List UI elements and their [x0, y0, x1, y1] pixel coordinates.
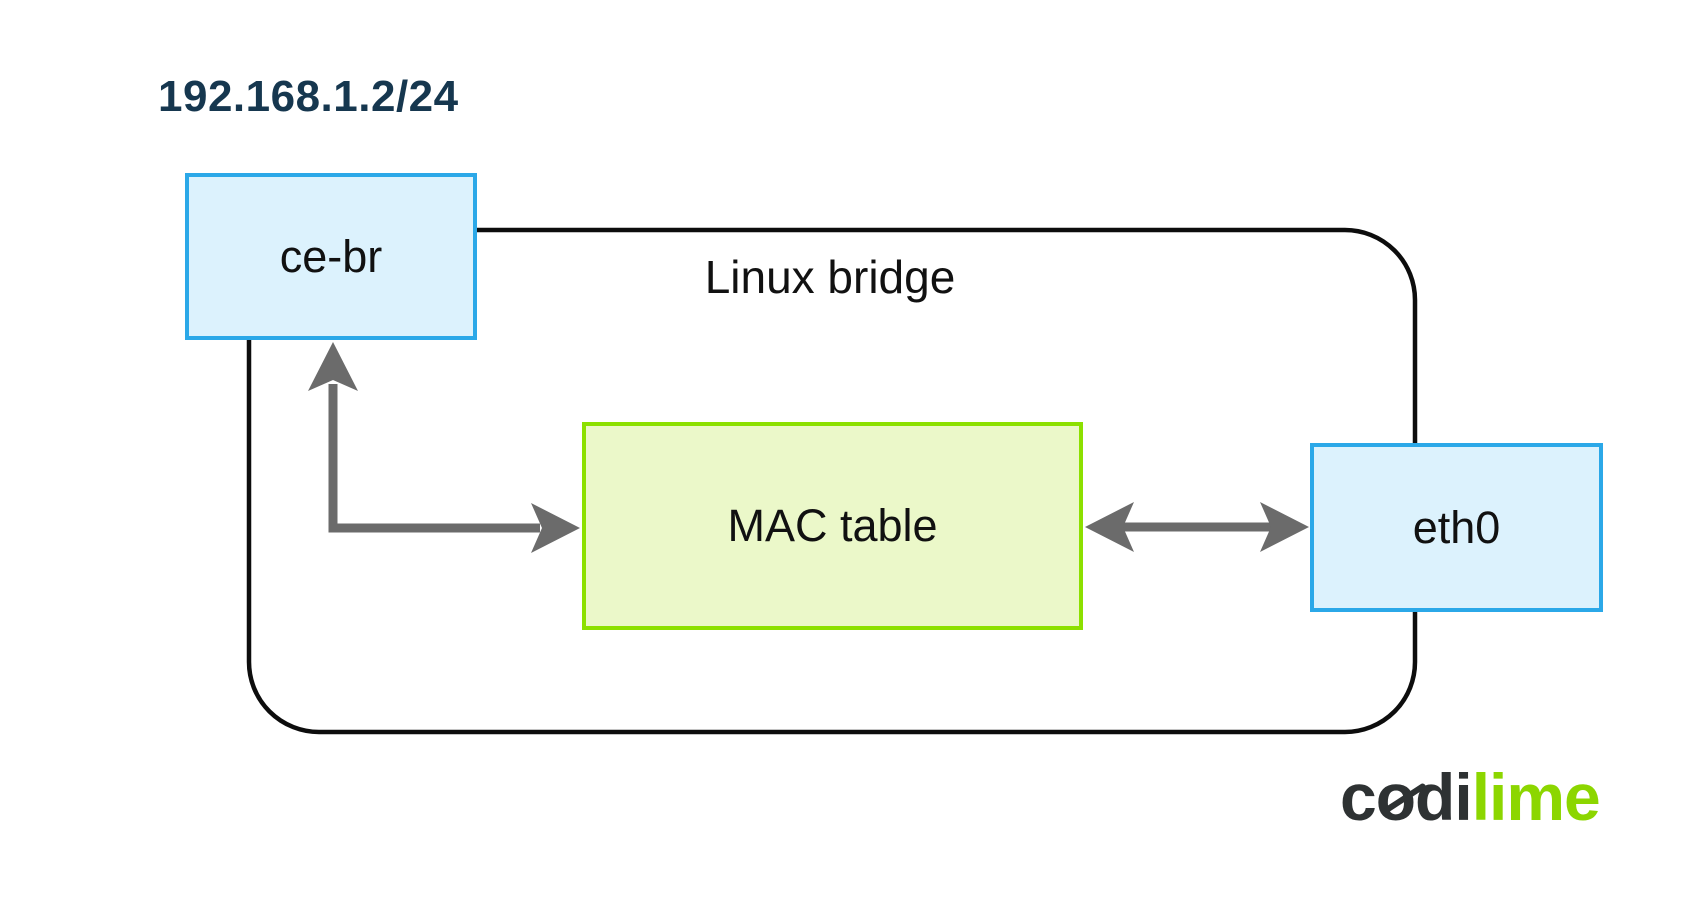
arrowhead-up-into-cebr [308, 342, 358, 391]
arrowhead-left-into-mac [1085, 502, 1134, 552]
node-mac-table: MAC table [582, 422, 1083, 630]
linux-bridge-label: Linux bridge [704, 251, 956, 303]
node-eth0-label: eth0 [1412, 501, 1501, 553]
codilime-logo-lime-part: lime [1471, 760, 1601, 834]
arrowhead-right-into-mac [531, 503, 580, 553]
codilime-logo: codilime [1340, 764, 1601, 830]
connector-mac-to-cebr [328, 384, 540, 533]
node-eth0: eth0 [1310, 443, 1603, 612]
arrowhead-right-into-eth0 [1260, 502, 1309, 552]
node-ce-br: ce-br [185, 173, 477, 340]
ip-address-label: 192.168.1.2/24 [158, 72, 459, 121]
node-ce-br-label: ce-br [279, 230, 383, 282]
node-mac-table-label: MAC table [727, 500, 938, 551]
